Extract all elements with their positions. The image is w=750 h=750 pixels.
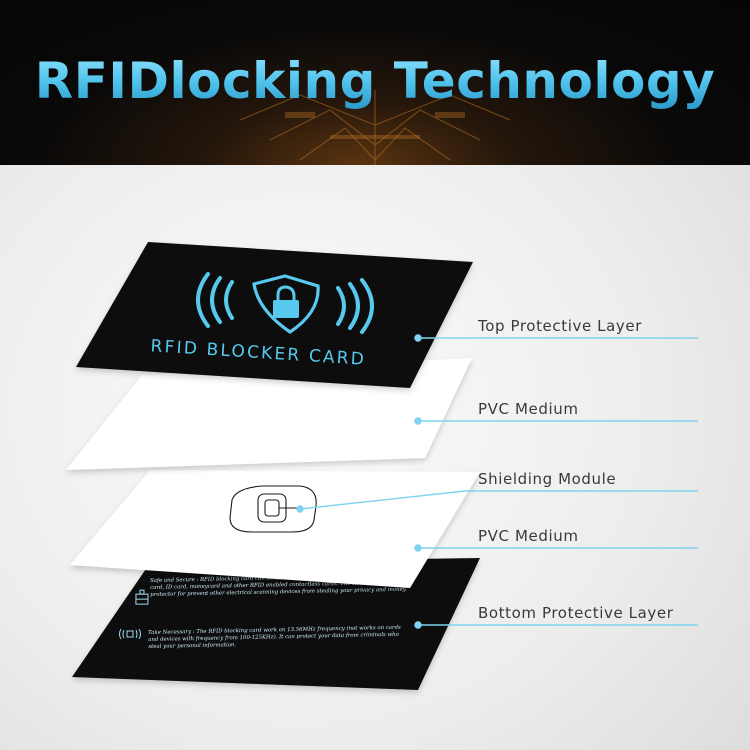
callout-dot-bottom bbox=[414, 621, 422, 629]
layer-bottom-protective: Safe and Secure : RFID blocking card can… bbox=[72, 558, 480, 690]
label-shielding-module: Shielding Module bbox=[478, 470, 617, 488]
label-bottom-protective-layer: Bottom Protective Layer bbox=[478, 604, 674, 622]
layer-pvc-medium-lower bbox=[70, 470, 480, 588]
callout-dot-pvc-upper bbox=[414, 417, 422, 425]
chip-icon bbox=[135, 589, 149, 605]
padlock-icon bbox=[273, 285, 299, 318]
callout-dot-top bbox=[414, 334, 422, 342]
header-banner: RFIDlocking Technology bbox=[0, 0, 750, 165]
callouts bbox=[296, 334, 698, 629]
callout-dot-pvc-lower bbox=[414, 544, 422, 552]
banner-architecture-graphic bbox=[239, 90, 511, 165]
back-text-2: Take Necessary : The RFID blocking card … bbox=[148, 624, 401, 650]
callout-line-shielding bbox=[299, 490, 698, 510]
callout-dot-shielding bbox=[296, 505, 304, 513]
page-title: RFIDlocking Technology bbox=[0, 52, 750, 110]
label-top-protective-layer: Top Protective Layer bbox=[478, 317, 642, 335]
layer-top-protective: RFID BLOCKER CARD bbox=[76, 242, 473, 388]
layer-pvc-medium-upper bbox=[66, 358, 472, 470]
label-pvc-medium-upper: PVC Medium bbox=[478, 400, 579, 418]
rfid-shield-icon bbox=[196, 272, 374, 334]
rfid-signal-icon bbox=[119, 628, 141, 640]
label-pvc-medium-lower: PVC Medium bbox=[478, 527, 579, 545]
